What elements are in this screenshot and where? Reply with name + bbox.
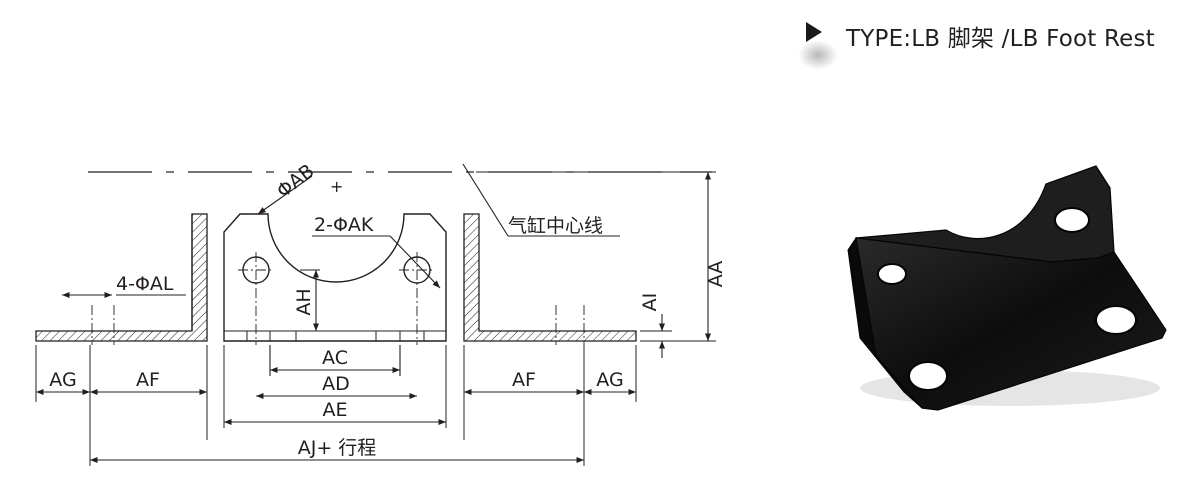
label-af-left: AF: [136, 369, 160, 391]
label-four-phi-al: 4-ΦAL: [116, 273, 174, 295]
dimension-lines: [36, 172, 712, 464]
type-header: TYPE:LB 脚架 /LB Foot Rest: [798, 14, 1180, 70]
triangle-right-icon: [806, 22, 822, 42]
left-bracket-section: [35, 213, 208, 342]
bracket-left-hole: [877, 263, 907, 285]
foot-rest-photo: [847, 165, 1167, 411]
label-ac: AC: [322, 347, 348, 369]
label-ag-left: AG: [49, 369, 76, 391]
label-ai: AI: [639, 293, 661, 312]
front-view-plate: [223, 213, 447, 342]
bracket-upright: [855, 165, 1115, 263]
label-aj: AJ+ 行程: [298, 437, 377, 459]
label-af-right: AF: [512, 369, 536, 391]
label-phi-ab: ΦAB: [273, 160, 319, 203]
label-ah: AH: [293, 288, 315, 315]
label-cylinder-centerline: 气缸中心线: [508, 215, 603, 237]
type-title: TYPE:LB 脚架 /LB Foot Rest: [846, 26, 1155, 52]
label-plus: +: [330, 177, 343, 196]
bracket-edge: [847, 236, 923, 409]
bracket-right-hole: [1095, 305, 1137, 335]
right-bracket-section: [463, 213, 637, 342]
bracket-front-hole: [908, 361, 948, 391]
hole-centerlines: [91, 252, 585, 345]
arrow-shadow: [798, 40, 838, 70]
bracket-top-hole: [1054, 207, 1090, 233]
label-ae: AE: [322, 399, 347, 421]
extension-lines: [35, 171, 716, 466]
label-ad: AD: [322, 373, 350, 395]
label-two-phi-ak: 2-ΦAK: [314, 214, 374, 236]
label-ag-right: AG: [596, 369, 623, 391]
label-aa: AA: [705, 261, 727, 288]
leader-lines: [62, 163, 620, 299]
